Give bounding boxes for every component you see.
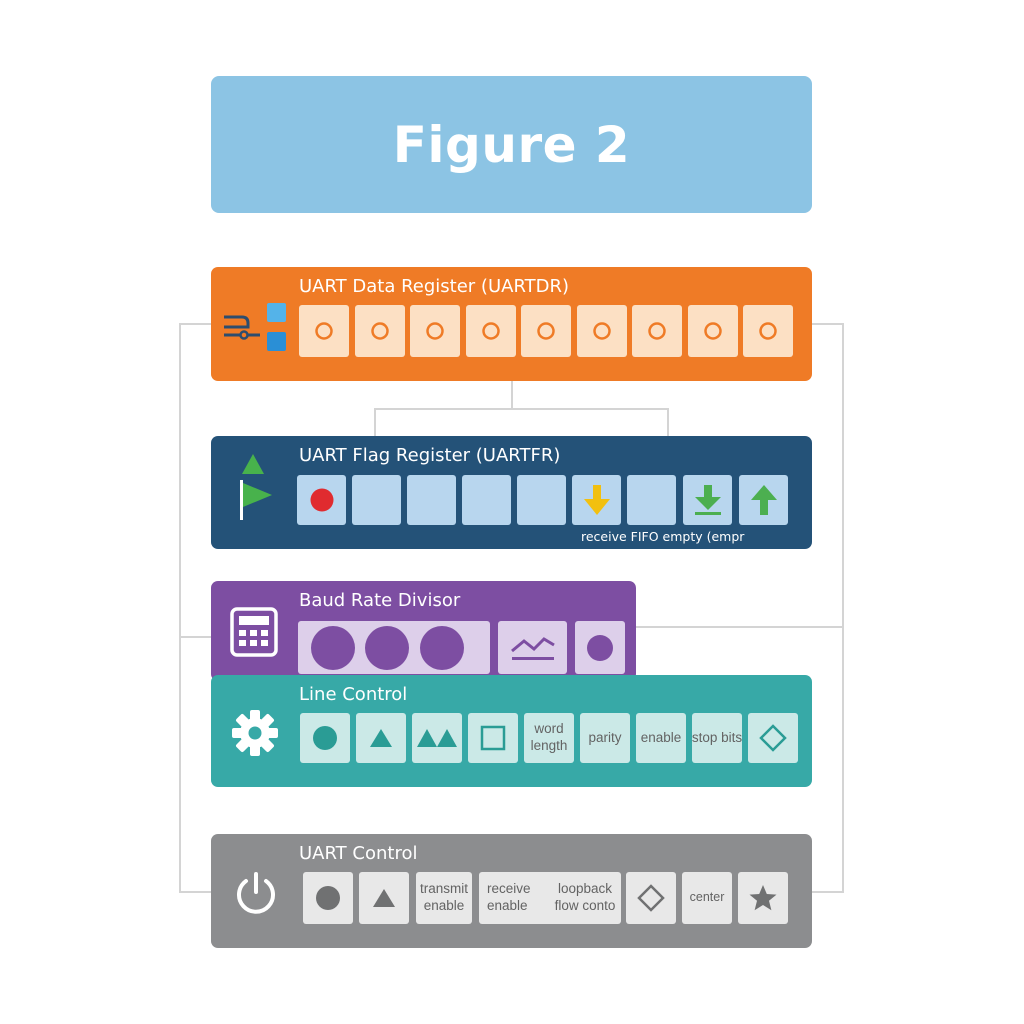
baud-dot-cell [575,621,625,674]
flag-cell-blank-1 [352,475,401,525]
bit-ring-icon [315,322,333,340]
line-control-cell-double-triangle [412,713,462,763]
flag-cell-status [297,475,346,525]
panel-title-baud: Baud Rate Divisor [299,590,461,611]
calculator-icon [230,607,278,657]
uart-control-cell-circle [303,872,353,924]
bit-ring-icon [481,322,500,340]
parity-label: parity [588,729,622,745]
panel-uart-data-register: UART Data Register (UARTDR) [211,267,812,381]
enable-label: enable [640,729,682,745]
flag-icon [240,454,272,520]
line-control-cell-diamond [748,713,798,763]
bit-ring-icon [648,322,666,340]
star-icon [749,885,777,911]
circle-icon [420,625,464,670]
uartdr-bit-cell [465,305,516,357]
flag-cell-blank-3 [462,475,511,525]
arrow-down-icon [583,485,610,515]
baud-trend-cell [498,621,567,674]
uart-control-cell-receive-loopback: receive enable loopback flow conto [479,872,621,924]
divisor-circles [311,625,464,670]
panel-title-uart-control: UART Control [299,843,418,864]
red-dot-icon [310,488,333,512]
flag-cell-blank-5 [627,475,676,525]
uart-control-cell-triangle [359,872,409,924]
panel-uart-control: UART Control transmit enable receive ena… [211,834,812,948]
uartdr-bit-cell [687,305,738,357]
line-control-cell-square [468,713,518,763]
uartdr-bit-cell [354,305,405,357]
panel-title-uartfr: UART Flag Register (UARTFR) [299,445,561,466]
word-length-label: word length [530,721,568,753]
center-label: center [689,890,725,905]
panel-uart-flag-register: UART Flag Register (UARTFR) receive FIFO… [211,436,812,549]
circle-icon [311,625,355,670]
flag-cell-download [683,475,732,525]
panel-line-control: Line Control word length parity [211,675,812,787]
uartdr-bit-cell [743,305,793,357]
bit-ring-icon [592,322,611,340]
uart-control-cell-center: center [682,872,732,924]
bit-ring-icon [426,322,444,340]
flag-caption: receive FIFO empty (empr [581,529,745,544]
line-control-cell-parity: parity [580,713,630,763]
baud-divisor-cell [298,621,490,674]
double-triangle-icon [417,729,457,747]
line-control-cell-circle [300,713,350,763]
flag-cell-arrow-down [572,475,621,525]
triangle-icon [370,729,392,747]
title-banner: Figure 2 [211,76,812,213]
uart-control-cell-transmit-enable: transmit enable [416,872,472,924]
arrow-up-icon [750,485,777,515]
diamond-icon [637,884,665,912]
panel-title-line-control: Line Control [299,684,408,705]
trend-icon [510,636,555,660]
loopback-label: loopback flow conto [554,881,616,913]
bit-ring-icon [537,322,555,340]
flag-cell-blank-2 [407,475,456,525]
gear-icon [232,710,278,756]
flag-cell-blank-4 [517,475,566,525]
download-icon [694,485,721,515]
uart-control-cell-diamond [626,872,676,924]
transmit-enable-label: transmit enable [419,881,468,913]
line-control-cell-stop-bits: stop bits [692,713,742,763]
dot-icon [587,634,613,661]
uartdr-bit-cell [576,305,627,357]
line-control-cell-enable: enable [636,713,686,763]
uartdr-bit-cell [410,305,460,357]
bit-ring-icon [759,322,777,340]
square-icon [480,725,506,751]
flag-cell-arrow-up [739,475,788,525]
bit-ring-icon [370,322,389,340]
circle-icon [365,625,409,670]
uartdr-bit-cell [521,305,571,357]
uartdr-bit-cell [299,305,349,357]
line-control-cell-triangle [356,713,406,763]
stop-bits-label: stop bits [691,729,743,745]
circuit-icon [224,303,286,351]
bit-ring-icon [703,322,722,340]
figure-title: Figure 2 [392,115,631,174]
circle-icon [313,726,337,750]
uartdr-bit-cell [632,305,682,357]
power-icon [237,872,275,914]
panel-baud-rate-divisor: Baud Rate Divisor [211,581,636,681]
circle-icon [316,886,340,910]
uart-control-cell-star [738,872,788,924]
receive-enable-label: receive enable [487,881,531,913]
panel-title-uartdr: UART Data Register (UARTDR) [299,276,570,297]
line-control-cell-word-length: word length [524,713,574,763]
diamond-icon [759,724,787,752]
triangle-icon [373,889,395,907]
